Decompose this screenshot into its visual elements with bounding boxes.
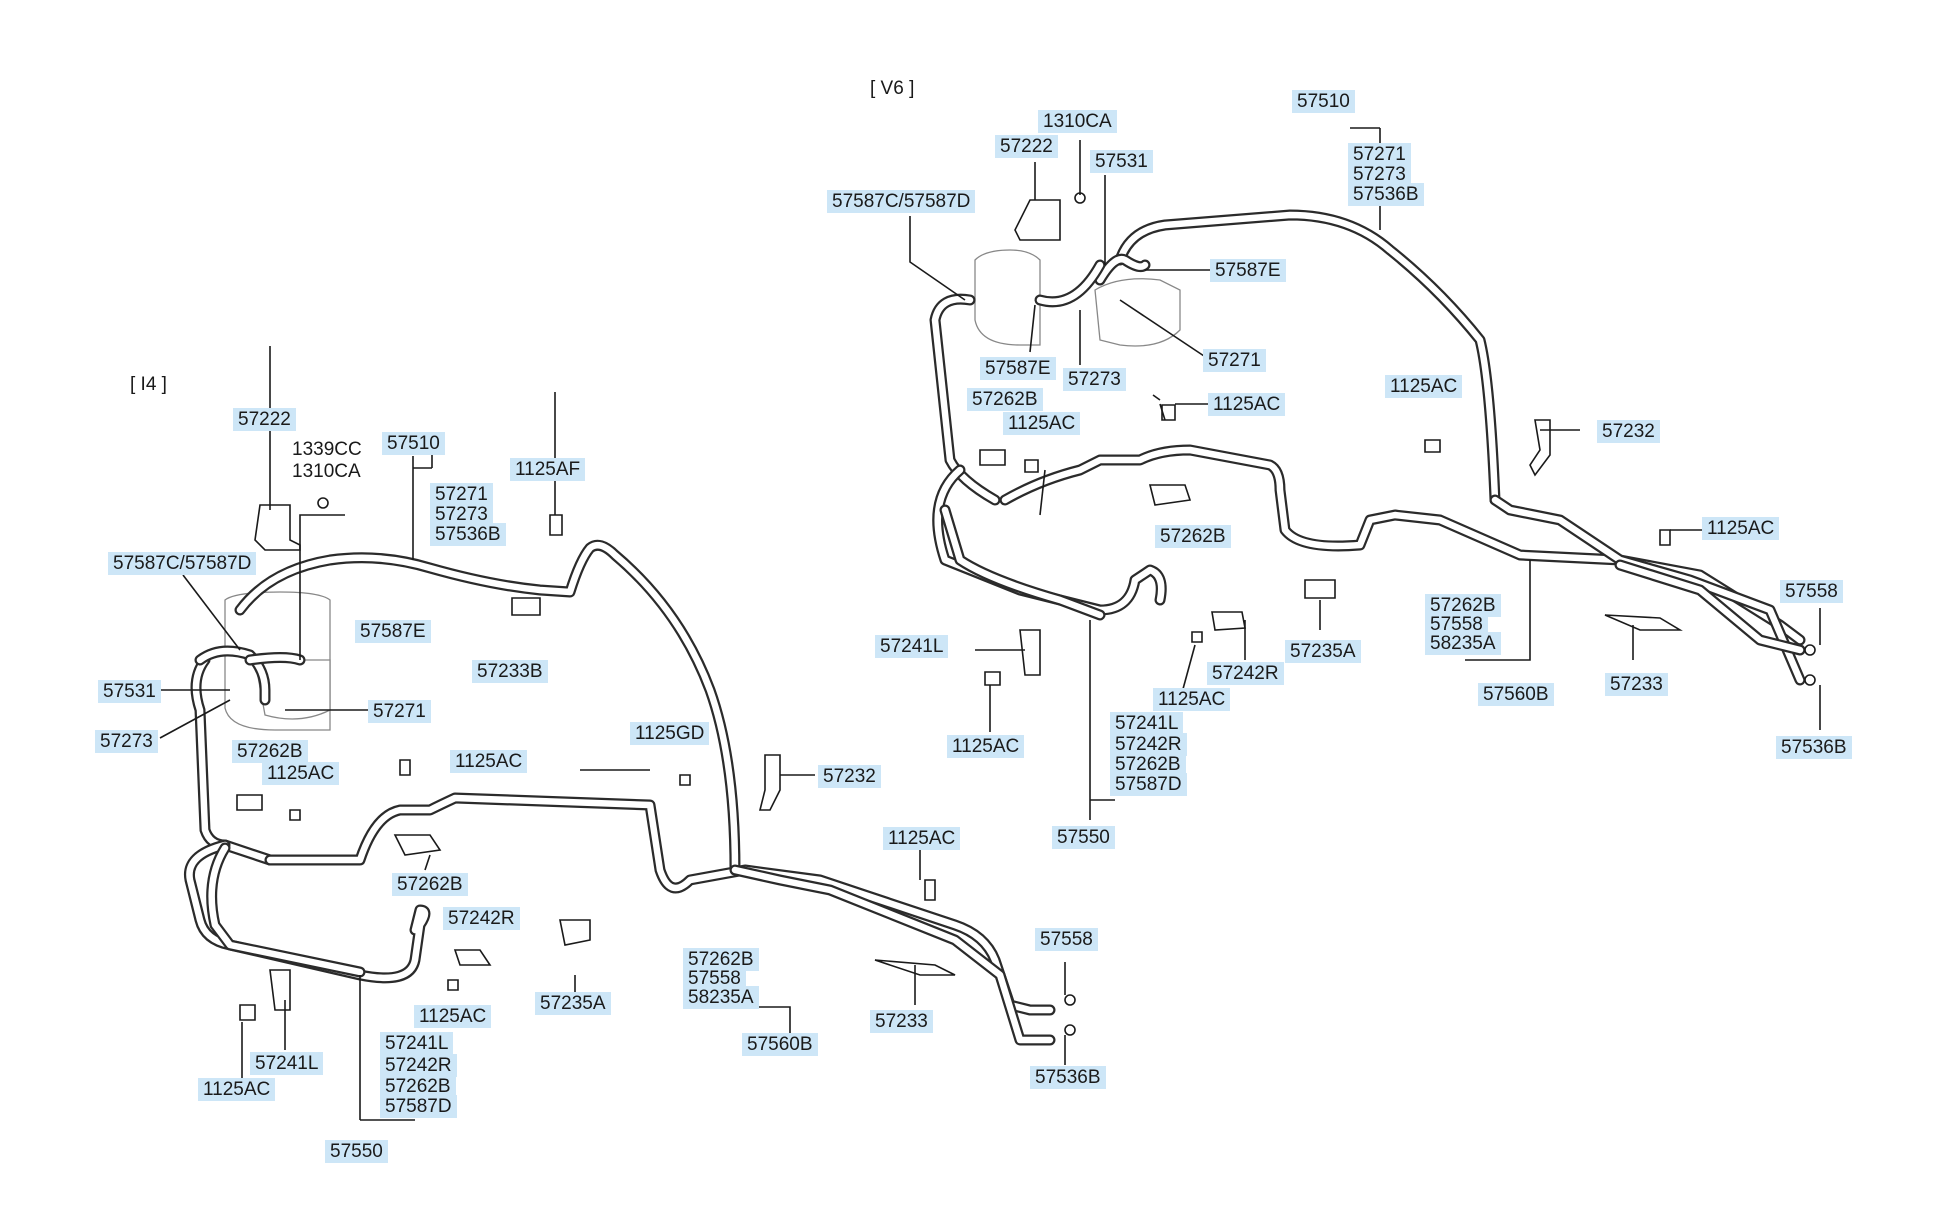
- part-label[interactable]: 57242R: [1110, 733, 1187, 756]
- part-label[interactable]: 57235A: [1285, 640, 1361, 663]
- part-label[interactable]: 57232: [1597, 420, 1660, 443]
- part-label[interactable]: 1125AC: [883, 827, 961, 850]
- v6-assembly: [909, 127, 1821, 820]
- part-label[interactable]: 1125AC: [1153, 688, 1231, 711]
- part-label[interactable]: 57271: [1348, 143, 1411, 166]
- part-label[interactable]: 1125AC: [1385, 375, 1463, 398]
- i4-assembly: [159, 346, 1076, 1121]
- part-label[interactable]: 57587E: [1210, 259, 1286, 282]
- part-label[interactable]: 57271: [430, 483, 493, 506]
- part-label[interactable]: 57241L: [380, 1032, 454, 1055]
- part-label[interactable]: 57222: [233, 408, 296, 431]
- section-title-i4: [ I4 ]: [130, 374, 167, 395]
- part-label[interactable]: 57536B: [1348, 183, 1424, 206]
- part-label[interactable]: 57241L: [1110, 712, 1184, 735]
- part-label[interactable]: 57273: [1348, 163, 1411, 186]
- part-label[interactable]: 57531: [98, 680, 161, 703]
- part-label[interactable]: 57536B: [430, 523, 506, 546]
- part-label[interactable]: 57587C/57587D: [827, 190, 976, 213]
- part-label[interactable]: 57222: [995, 135, 1058, 158]
- part-label[interactable]: 57531: [1090, 150, 1153, 173]
- part-label[interactable]: 57550: [325, 1140, 388, 1163]
- part-label[interactable]: 57558: [1780, 580, 1843, 603]
- part-label[interactable]: 1125AC: [1208, 393, 1286, 416]
- part-label[interactable]: 1125AC: [1702, 517, 1780, 540]
- v6-bracket-57233: [1604, 614, 1683, 631]
- v6-bracket-57222: [1014, 199, 1061, 241]
- part-label[interactable]: 57262B: [1425, 594, 1501, 617]
- part-label[interactable]: 57587C/57587D: [108, 552, 257, 575]
- i4-bolt-1125af: [549, 514, 563, 536]
- part-label[interactable]: 57273: [95, 730, 158, 753]
- part-label[interactable]: 57558: [683, 967, 746, 990]
- part-label[interactable]: 57550: [1052, 826, 1115, 849]
- part-label[interactable]: 1339CC: [287, 438, 367, 461]
- part-label[interactable]: 57587E: [980, 357, 1056, 380]
- part-label[interactable]: 57235A: [535, 992, 611, 1015]
- part-label[interactable]: 57242R: [443, 907, 520, 930]
- part-label[interactable]: 57242R: [1207, 662, 1284, 685]
- part-label[interactable]: 57233: [1605, 673, 1668, 696]
- part-label[interactable]: 57536B: [1030, 1066, 1106, 1089]
- part-label[interactable]: 57510: [1292, 90, 1355, 113]
- part-label[interactable]: 1125GD: [630, 722, 710, 745]
- part-label[interactable]: 1125AC: [450, 750, 528, 773]
- v6-reservoir: [974, 249, 1041, 346]
- i4-bracket-57222: [254, 504, 301, 551]
- v6-bracket-57232: [1529, 419, 1551, 477]
- part-label[interactable]: 57262B: [683, 948, 759, 971]
- part-label[interactable]: 1125AC: [1003, 412, 1081, 435]
- part-label[interactable]: 1125AC: [262, 762, 340, 785]
- part-label[interactable]: 57241L: [250, 1052, 324, 1075]
- part-label[interactable]: 57273: [430, 503, 493, 526]
- part-label[interactable]: 1125AC: [198, 1078, 276, 1101]
- part-label[interactable]: 57587E: [355, 620, 431, 643]
- part-label[interactable]: 1310CA: [287, 460, 366, 483]
- part-label[interactable]: 57558: [1425, 613, 1488, 636]
- part-label[interactable]: 57262B: [967, 388, 1043, 411]
- part-label[interactable]: 1125AC: [414, 1005, 492, 1028]
- part-label[interactable]: 58235A: [1425, 632, 1501, 655]
- part-label[interactable]: 57262B: [232, 740, 308, 763]
- part-label[interactable]: 57587D: [380, 1095, 457, 1118]
- part-label[interactable]: 57587D: [1110, 773, 1187, 796]
- part-label[interactable]: 57232: [818, 765, 881, 788]
- part-label[interactable]: 1310CA: [1038, 110, 1117, 133]
- part-label[interactable]: 57271: [1203, 349, 1266, 372]
- part-label[interactable]: 1125AC: [947, 735, 1025, 758]
- part-label[interactable]: 57510: [382, 432, 445, 455]
- part-label[interactable]: 57262B: [380, 1075, 456, 1098]
- part-label[interactable]: 57242R: [380, 1054, 457, 1077]
- part-label[interactable]: 57560B: [742, 1033, 818, 1056]
- part-label[interactable]: 57262B: [1110, 753, 1186, 776]
- part-label[interactable]: 57558: [1035, 928, 1098, 951]
- part-label[interactable]: 58235A: [683, 986, 759, 1009]
- part-label[interactable]: 57273: [1063, 368, 1126, 391]
- part-label[interactable]: 57536B: [1776, 736, 1852, 759]
- part-label[interactable]: 57262B: [1155, 525, 1231, 548]
- v6-pipe-57510: [1114, 209, 1501, 506]
- part-label[interactable]: 57271: [368, 700, 431, 723]
- part-label[interactable]: 57560B: [1478, 683, 1554, 706]
- i4-bracket-57232: [758, 754, 781, 811]
- part-label[interactable]: 1125AF: [510, 458, 586, 481]
- part-label[interactable]: 57233: [870, 1010, 933, 1033]
- part-label[interactable]: 57233B: [472, 660, 548, 683]
- section-title-v6: [ V6 ]: [870, 78, 915, 99]
- part-label[interactable]: 57262B: [392, 873, 468, 896]
- part-label[interactable]: 57241L: [875, 635, 949, 658]
